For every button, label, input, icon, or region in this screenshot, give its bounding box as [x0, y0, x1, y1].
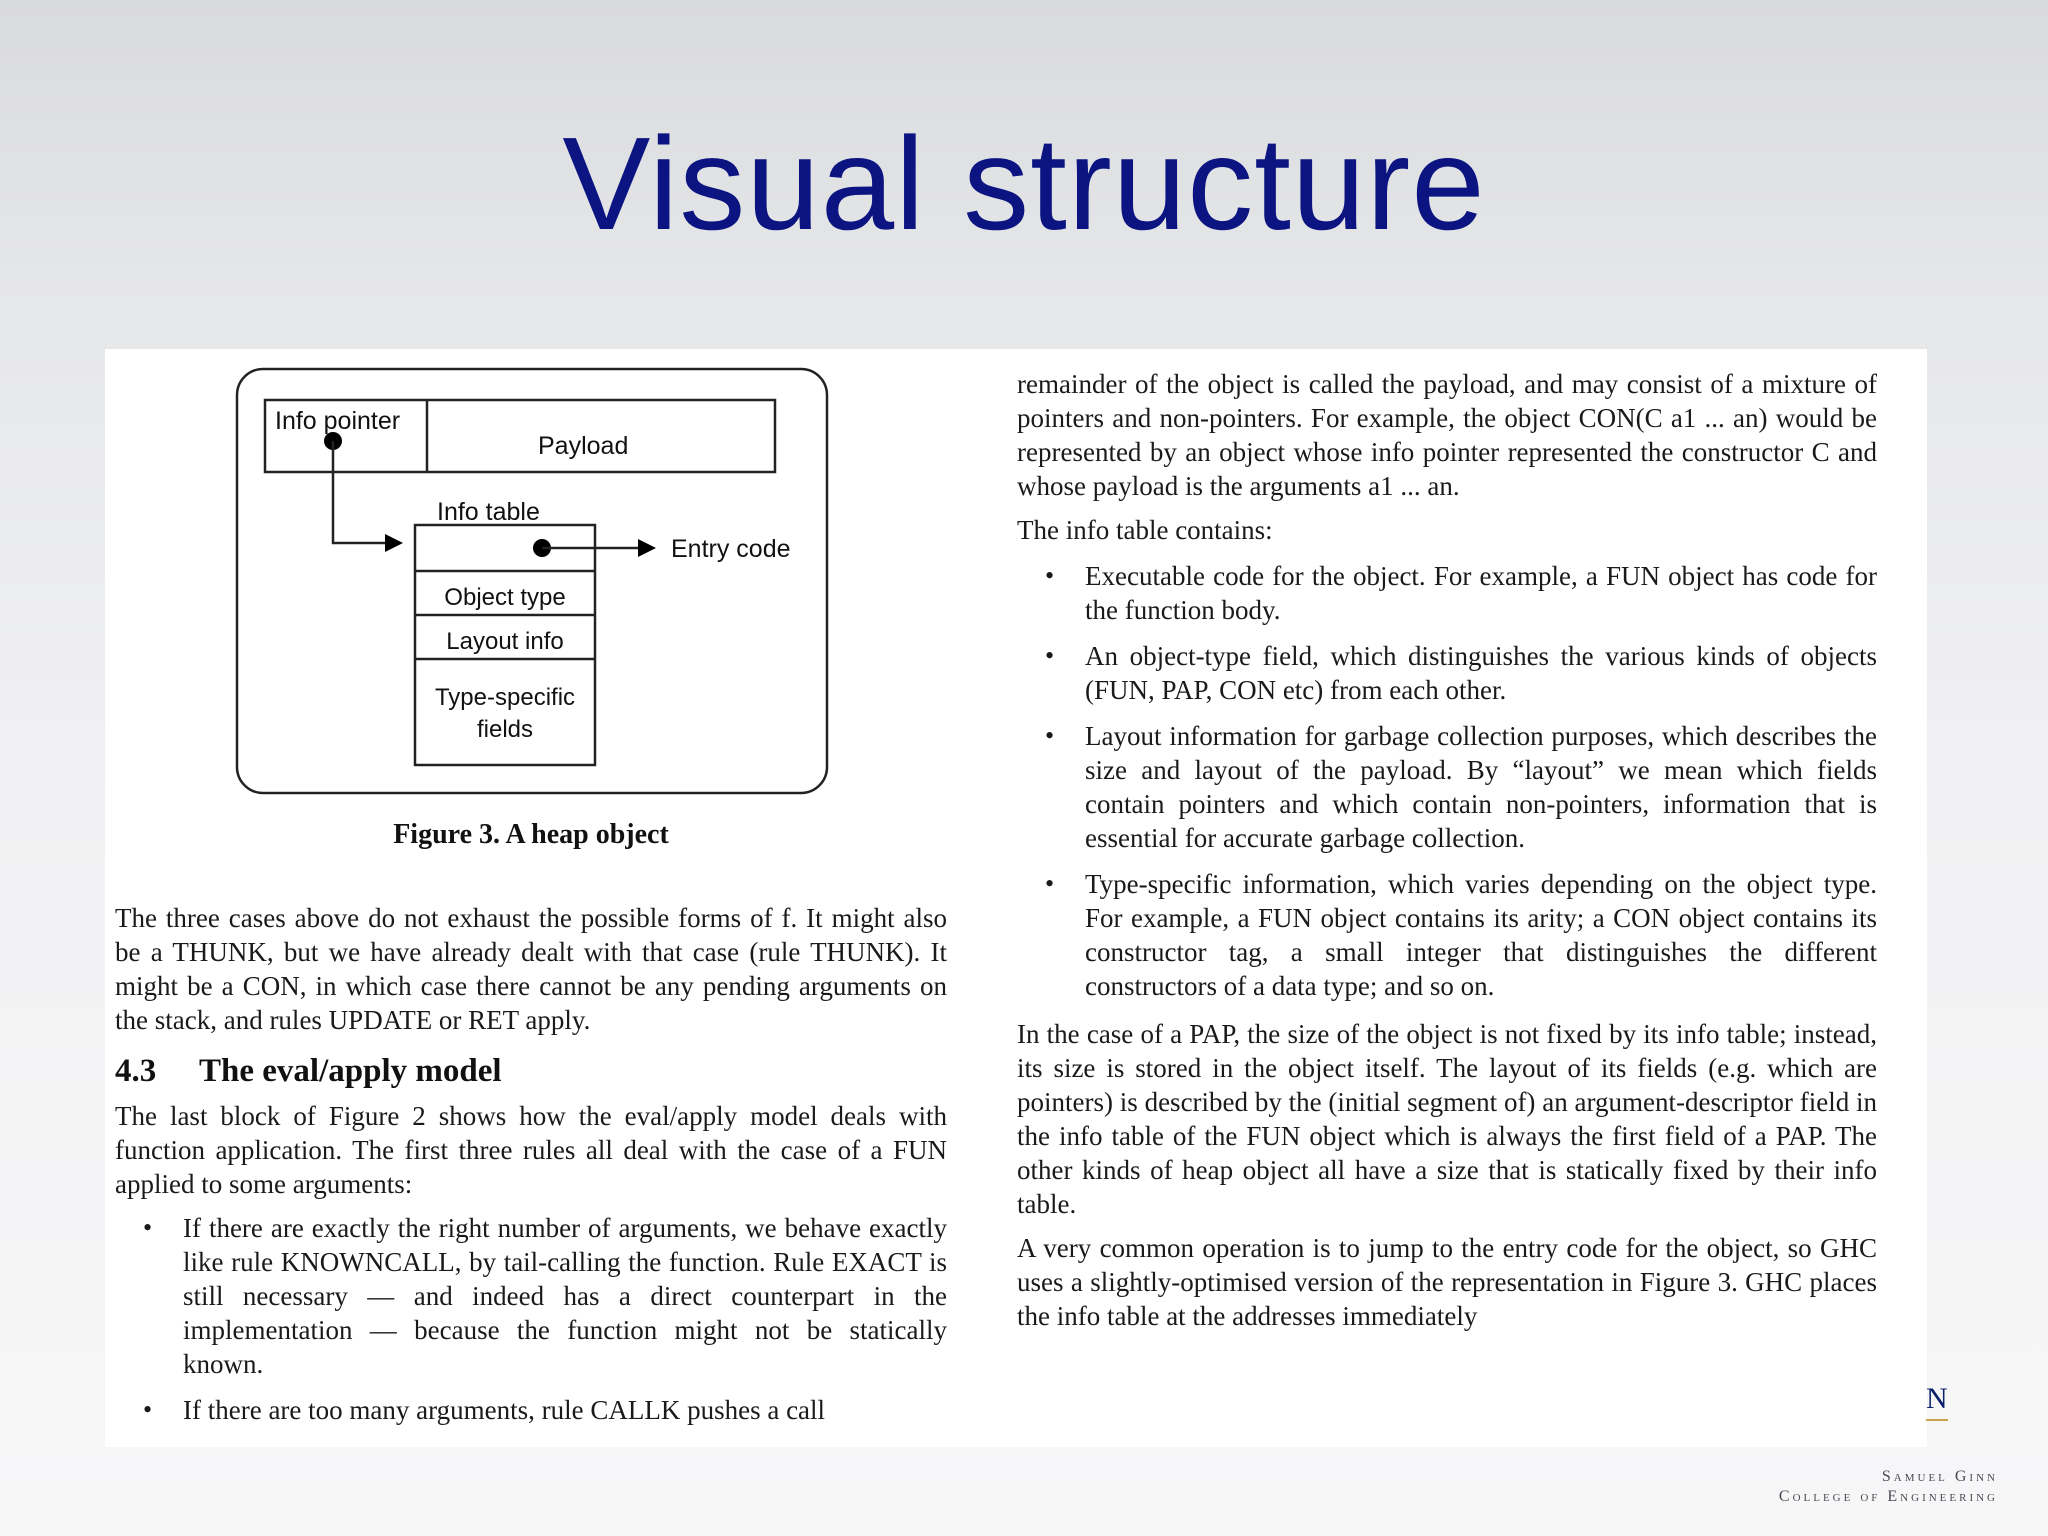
heap-object-box [263, 398, 777, 474]
left-bullet-1-text: If there are exactly the right number of… [183, 1213, 947, 1379]
diagram-frame [235, 367, 829, 795]
right-paragraph-4: A very common operation is to jump to th… [1017, 1233, 1877, 1331]
section-heading: 4.3 The eval/apply model [115, 1049, 947, 1093]
college-logo: Samuel Ginn College of Engineering [1779, 1468, 1998, 1506]
list-item: •Executable code for the object. For exa… [1045, 561, 1877, 625]
object-type-label: Object type [444, 584, 565, 611]
right-paragraph-3: In the case of a PAP, the size of the ob… [1017, 1019, 1877, 1219]
info-pointer-label: Info pointer [275, 407, 400, 435]
type-specific-label-2: fields [477, 716, 533, 743]
info-table-label: Info table [437, 498, 540, 526]
list-item: •If there are exactly the right number o… [143, 1213, 947, 1379]
right-column: remainder of the object is called the pa… [1017, 367, 1877, 1333]
entry-code-label: Entry code [671, 535, 791, 563]
info-table-box [413, 523, 597, 767]
left-paragraph-2: The last block of Figure 2 shows how the… [115, 1101, 947, 1199]
left-bullet-2-text: If there are too many arguments, rule CA… [183, 1395, 826, 1425]
right-bullet-2-text: An object-type field, which distinguishe… [1085, 641, 1877, 705]
paper-excerpt: Info pointer Payload Info table Entry co… [105, 349, 1927, 1447]
logo-line-2: College of Engineering [1778, 1488, 1998, 1505]
section-number: 4.3 [115, 1053, 157, 1089]
section-title: The eval/apply model [199, 1053, 502, 1089]
right-bullet-list: •Executable code for the object. For exa… [1017, 559, 1877, 1003]
payload-label: Payload [538, 432, 628, 460]
logo-line-1: Samuel Ginn [1881, 1468, 1998, 1485]
pointer-arrow [331, 441, 387, 545]
right-bullet-1-text: Executable code for the object. For exam… [1085, 561, 1877, 625]
layout-info-label: Layout info [446, 628, 563, 655]
list-item: •An object-type field, which distinguish… [1045, 641, 1877, 705]
list-item: •Layout information for garbage collecti… [1045, 721, 1877, 853]
left-paragraph-1: The three cases above do not exhaust the… [115, 903, 947, 1035]
logo-edge-line [1926, 1419, 1948, 1421]
right-paragraph-2: The info table contains: [1017, 515, 1273, 545]
figure-caption: Figure 3. A heap object [393, 819, 669, 850]
logo-edge-letter: N [1926, 1382, 1948, 1415]
right-paragraph-1: remainder of the object is called the pa… [1017, 369, 1877, 501]
slide-title: Visual structure [562, 110, 1486, 257]
heap-object-diagram: Info pointer Payload Info table Entry co… [235, 367, 829, 795]
type-specific-label-1: Type-specific [435, 684, 575, 711]
right-bullet-4-text: Type-specific information, which varies … [1085, 869, 1877, 1001]
right-bullet-3-text: Layout information for garbage collectio… [1085, 721, 1877, 853]
left-bullet-list: •If there are exactly the right number o… [115, 1211, 947, 1427]
list-item: •If there are too many arguments, rule C… [143, 1395, 826, 1425]
list-item: •Type-specific information, which varies… [1045, 869, 1877, 1001]
